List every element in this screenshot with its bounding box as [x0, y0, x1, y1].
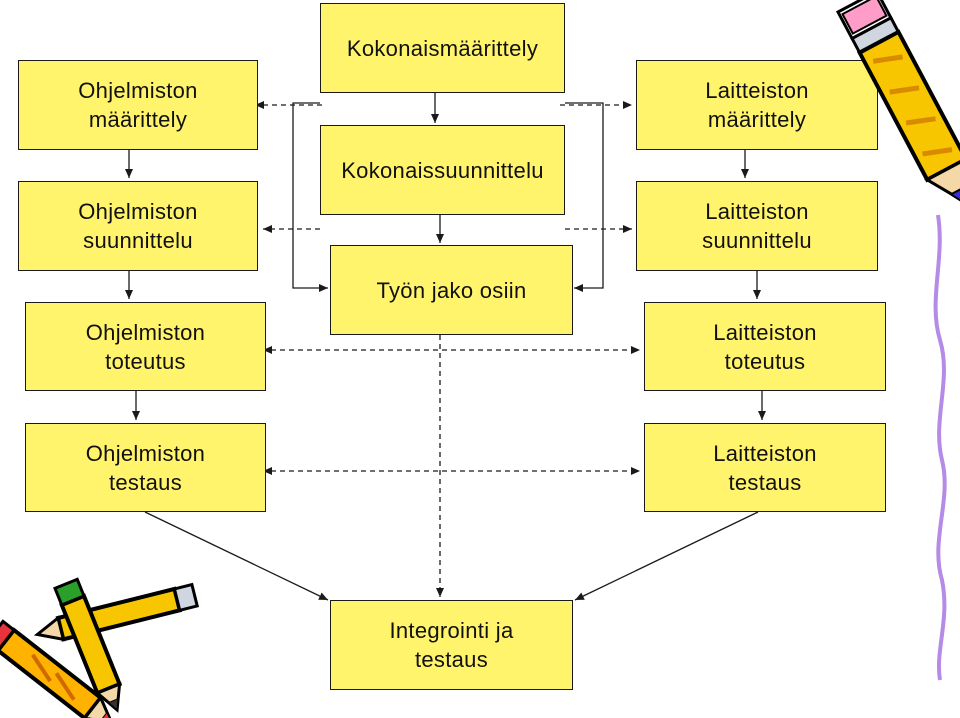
box-label-line1: Ohjelmiston — [85, 319, 206, 345]
box-label-line1: Ohjelmiston — [78, 78, 198, 103]
box-label-line1: Laitteiston — [705, 199, 809, 224]
box-ohjelmiston-testaus: Ohjelmiston testaus — [25, 423, 266, 512]
box-ohjelmiston-suunnittelu: Ohjelmiston suunnittelu — [18, 181, 258, 271]
box-label-line2: testaus — [728, 469, 802, 495]
box-label-line1: Työn jako osiin — [376, 277, 527, 303]
box-laitteiston-testaus: Laitteiston testaus — [644, 423, 886, 512]
box-label-line2: toteutus — [105, 348, 186, 374]
arrow-ohj-test-to-integ — [144, 511, 329, 601]
box-label-line2: testaus — [414, 647, 489, 672]
box-ohjelmiston-maarittely: Ohjelmiston määrittely — [18, 60, 258, 150]
box-label-line1: Laitteiston — [713, 440, 817, 466]
box-label-line1: Laitteiston — [713, 319, 817, 345]
box-label-line1: Ohjelmiston — [78, 199, 198, 224]
box-label-line1: Kokonaismäärittely — [346, 35, 539, 61]
box-label-line1: Integrointi ja — [389, 618, 514, 643]
bracket-left-to-tyon — [292, 102, 328, 292]
box-laitteiston-suunnittelu: Laitteiston suunnittelu — [636, 181, 878, 271]
box-kokonaissuunnittelu: Kokonaissuunnittelu — [320, 125, 565, 215]
box-kokonaismaarittely: Kokonaismäärittely — [320, 3, 565, 93]
box-label-line1: Laitteiston — [705, 78, 809, 103]
box-laitteiston-maarittely: Laitteiston määrittely — [636, 60, 878, 150]
box-label-line2: testaus — [108, 469, 183, 495]
box-label-line2: määrittely — [707, 107, 807, 132]
box-ohjelmiston-toteutus: Ohjelmiston toteutus — [25, 302, 266, 391]
box-label-line1: Kokonaissuunnittelu — [341, 157, 544, 183]
box-label-line2: toteutus — [724, 348, 806, 374]
arrow-lai-test-to-integ — [574, 511, 759, 601]
box-label-line2: määrittely — [88, 107, 188, 132]
box-integrointi-ja-testaus: Integrointi ja testaus — [330, 600, 573, 690]
bracket-right-to-tyon — [565, 102, 604, 292]
box-laitteiston-toteutus: Laitteiston toteutus — [644, 302, 886, 391]
box-label-line1: Ohjelmiston — [85, 440, 206, 466]
box-label-line2: suunnittelu — [702, 228, 812, 253]
box-label-line2: suunnittelu — [83, 228, 193, 253]
box-tyon-jako-osiin: Työn jako osiin — [330, 245, 573, 335]
